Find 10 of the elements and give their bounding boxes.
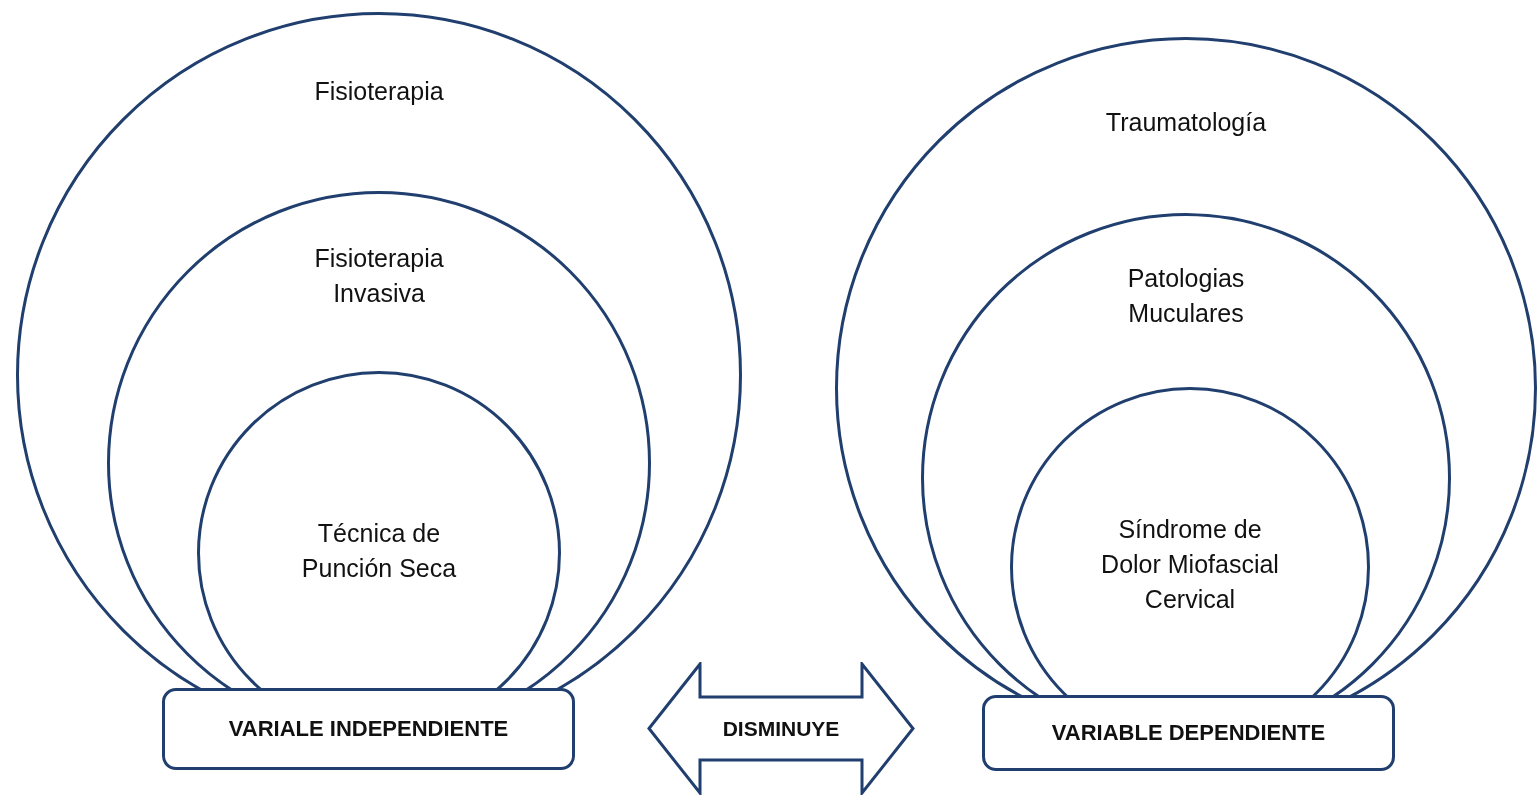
circle-label: Fisioterapia	[313, 76, 445, 107]
circle-label: Fisioterapia Invasiva	[313, 243, 445, 309]
arrow-label: DISMINUYE	[722, 716, 840, 741]
double-arrow	[647, 662, 915, 795]
label-box: VARIABLE DEPENDIENTE	[982, 695, 1395, 771]
label-box: VARIALE INDEPENDIENTE	[162, 688, 575, 770]
circle-label: Técnica de Punción Seca	[300, 518, 458, 584]
circle-label: Traumatología	[1104, 107, 1268, 138]
circle-label: Patologias Muculares	[1126, 263, 1246, 329]
circle-label: Síndrome de Dolor Miofascial Cervical	[1100, 514, 1280, 615]
